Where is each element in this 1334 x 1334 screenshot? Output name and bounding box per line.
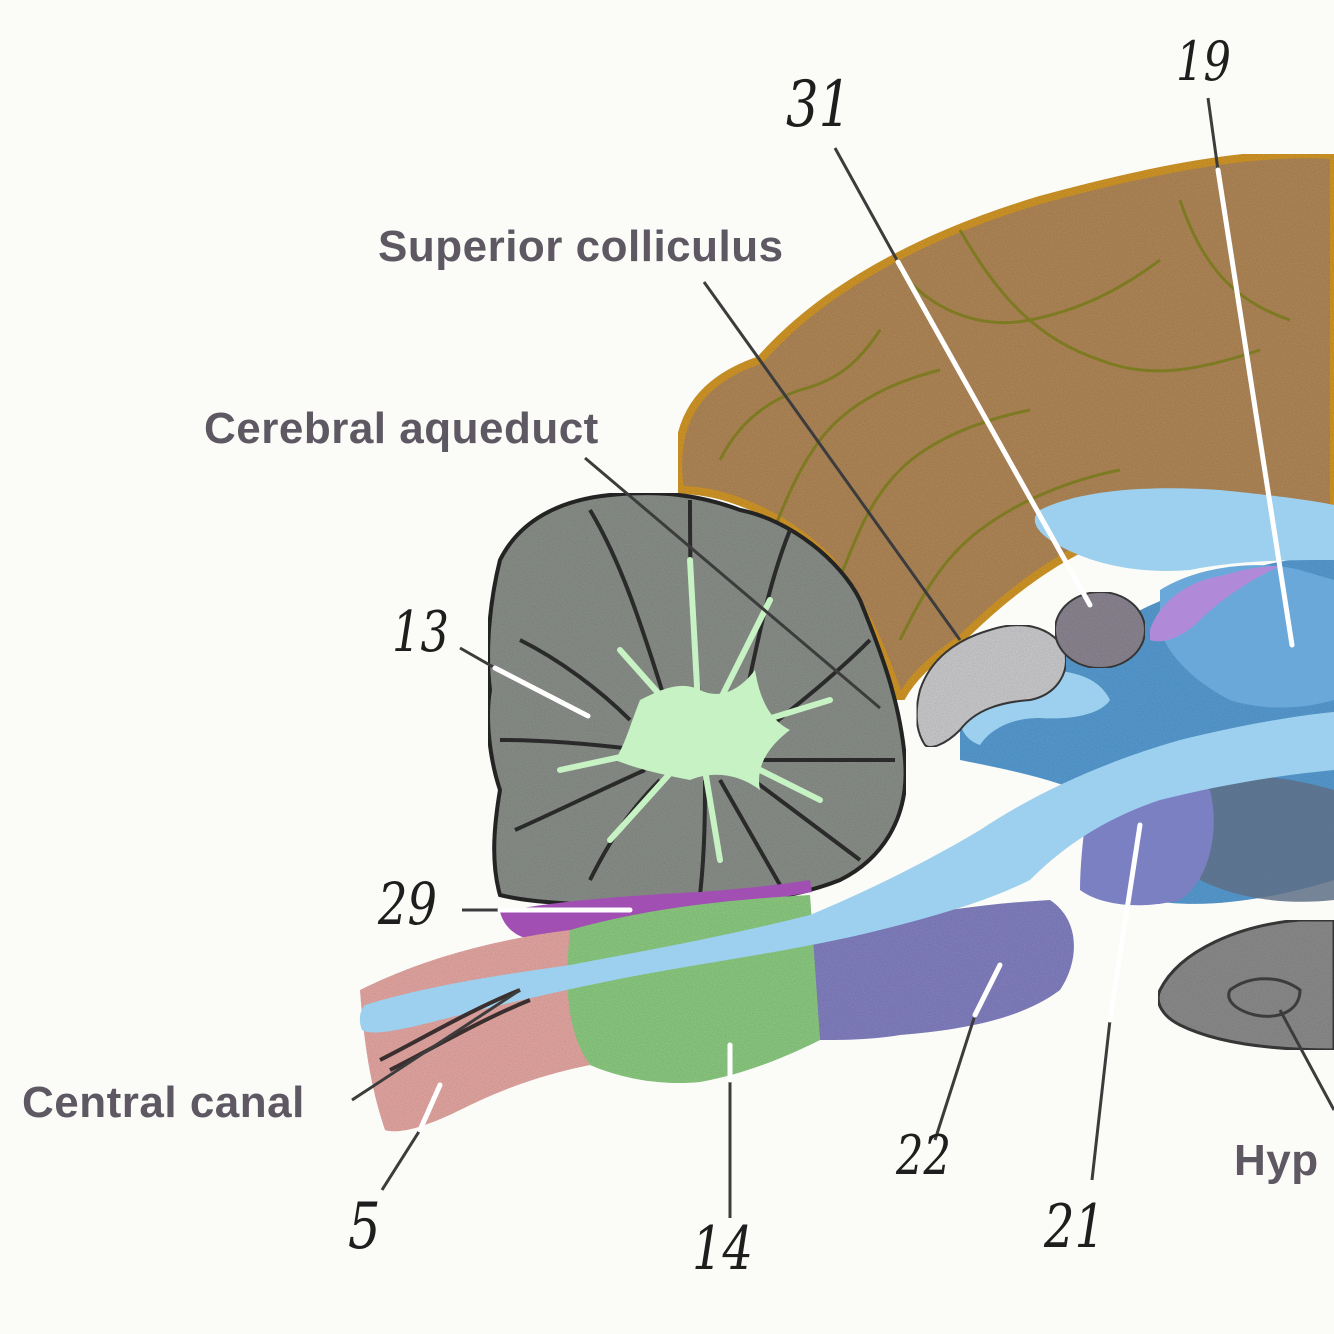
hypophysis-shape xyxy=(1156,918,1334,1052)
leader-lines-white xyxy=(417,167,1295,1133)
number-label-21: 21 xyxy=(1044,1192,1106,1262)
leader-5-dark xyxy=(380,1129,422,1191)
leader-superior-colliculus xyxy=(702,281,962,641)
lateral-ventricle xyxy=(1034,488,1334,571)
central-canal-streaks xyxy=(379,988,531,1072)
lower-gray-region xyxy=(1200,775,1334,902)
pineal-body-shape xyxy=(1054,591,1146,669)
leader-13-white xyxy=(492,665,591,719)
ventricle-system xyxy=(359,712,1334,1033)
arbor-vitae-branches xyxy=(557,557,833,863)
leader-21-dark xyxy=(1090,1019,1112,1181)
pons-region xyxy=(810,900,1074,1040)
spinal-cord-region xyxy=(360,930,590,1132)
leader-hypophysis xyxy=(1278,1009,1334,1111)
cerebral-vessels xyxy=(718,199,1291,641)
label-hypophysis: Hyp xyxy=(1234,1136,1319,1185)
choroid-plexus-3rd xyxy=(1150,566,1280,642)
number-label-5: 5 xyxy=(348,1190,381,1264)
hypophysis-inner xyxy=(1227,977,1302,1018)
leader-19-dark xyxy=(1206,97,1220,171)
number-label-29: 29 xyxy=(378,870,438,938)
label-cerebral-aqueduct: Cerebral aqueduct xyxy=(204,404,599,453)
choroid-plexus-4th xyxy=(500,880,812,940)
leader-5-white xyxy=(417,1082,443,1133)
leader-31-dark xyxy=(833,147,900,263)
leader-central-canal xyxy=(351,988,521,1102)
leader-lines-dark xyxy=(351,97,1334,1218)
superior-colliculus-shape xyxy=(915,624,1067,748)
number-label-19: 19 xyxy=(1176,30,1231,93)
leader-13-dark xyxy=(459,646,496,670)
leader-22-white xyxy=(972,962,1003,1018)
number-label-22: 22 xyxy=(896,1124,951,1187)
number-label-31: 31 xyxy=(786,68,852,142)
number-label-13: 13 xyxy=(392,600,450,665)
leader-31-white xyxy=(895,259,1093,608)
leader-cerebral-aqueduct xyxy=(584,456,881,710)
label-superior-colliculus: Superior colliculus xyxy=(378,222,784,271)
number-label-14: 14 xyxy=(692,1214,754,1284)
leader-22-dark xyxy=(933,1014,977,1141)
leader-19-white xyxy=(1215,167,1295,648)
leader-21-white xyxy=(1107,822,1143,1023)
label-central-canal: Central canal xyxy=(22,1078,305,1127)
